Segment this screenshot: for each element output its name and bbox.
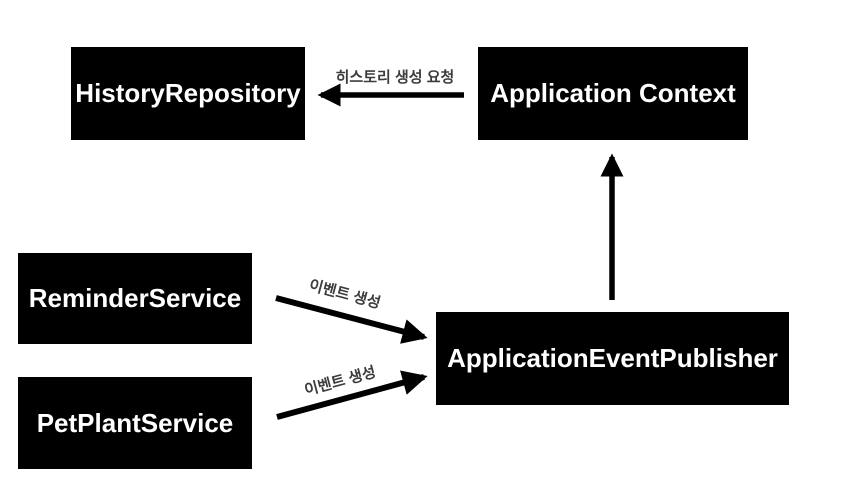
edge-label-event-create-upper: 이벤트 생성	[307, 276, 383, 313]
node-application-context-label: Application Context	[490, 78, 736, 108]
edge-label-event-create-lower: 이벤트 생성	[302, 363, 378, 400]
edge-label-history-request: 히스토리 생성 요청	[335, 69, 455, 86]
node-reminder-service-label: ReminderService	[28, 283, 242, 313]
node-history-repository-label: HistoryRepository	[75, 78, 301, 108]
node-history-repository: HistoryRepository	[71, 47, 305, 140]
node-application-event-publisher-label: ApplicationEventPublisher	[447, 343, 778, 373]
node-application-context: Application Context	[478, 47, 748, 140]
node-application-event-publisher: ApplicationEventPublisher	[436, 312, 789, 405]
node-pet-plant-service: PetPlantService	[18, 377, 252, 469]
node-pet-plant-service-label: PetPlantService	[36, 407, 234, 438]
node-reminder-service: ReminderService	[18, 253, 252, 344]
